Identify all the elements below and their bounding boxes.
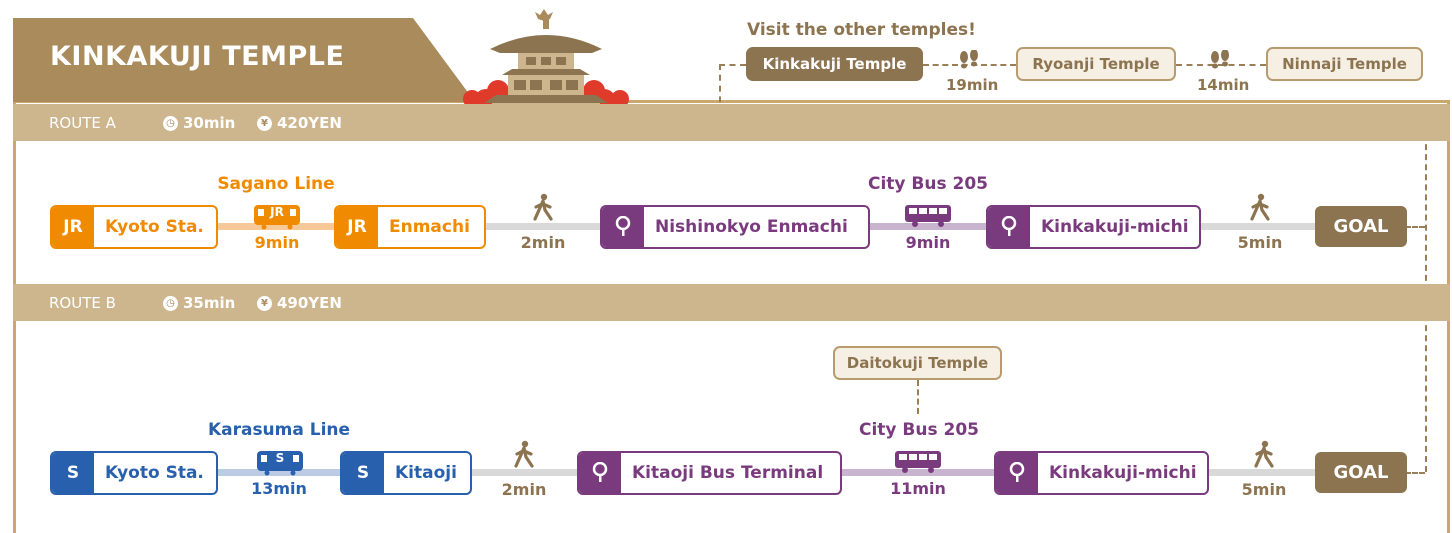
station-name: Kyoto Sta. [105,217,204,237]
visit-temples-heading: Visit the other temples! [747,20,976,40]
station-kyoto-subway[interactable]: S Kyoto Sta. [50,451,218,495]
subway-track [218,469,340,476]
page-title: KINKAKUJI TEMPLE [50,41,345,72]
walk-duration-ninnaji: 14min [1197,76,1250,94]
subway-badge: S [52,453,94,493]
station-name: Enmachi [389,217,470,237]
route-a-label: ROUTE A [49,114,116,132]
bus-duration: 9min [905,233,951,252]
yen-icon: ¥ [257,115,272,131]
route-a-bar: ROUTE A ◷ 30min ¥ 420YEN [13,104,1450,141]
station-name: Kitaoji [395,463,457,483]
jr-badge: JR [336,207,378,247]
train-icon-label: JR [270,205,284,219]
bus-stop-name: Nishinokyo Enmachi [655,217,848,237]
bus-stop-kinkakuji-michi[interactable]: Kinkakuji-michi [986,205,1201,249]
walking-person-icon [533,193,553,221]
temple-ryoanji-pill[interactable]: Ryoanji Temple [1016,47,1176,81]
dashed-connector [1176,64,1266,66]
walk-duration: 5min [1237,233,1283,252]
bus-stop-icon [579,453,621,493]
bus-stop-name: Kitaoji Bus Terminal [632,463,824,483]
walk-track [486,223,600,230]
subway-train-icon [257,451,303,476]
goal-badge: GOAL [1315,206,1407,247]
walk-track [1209,469,1317,476]
goal-badge: GOAL [1315,452,1407,493]
walk-track [1201,223,1317,230]
line-name-karasuma: Karasuma Line [207,420,351,440]
temple-kinkakuji-pill[interactable]: Kinkakuji Temple [746,47,923,81]
dashed-connector [1405,472,1425,474]
bus-stop-icon [988,207,1030,247]
route-b-time: ◷ 35min [163,294,235,312]
dashed-connector [923,64,1016,66]
route-a-duration: 30min [183,114,236,132]
clock-icon: ◷ [163,115,178,131]
walk-duration-ryoanji: 19min [946,76,999,94]
route-a-fare: ¥ 420YEN [257,114,342,132]
walking-person-icon [1250,193,1270,221]
dashed-connector [917,380,919,414]
station-enmachi[interactable]: JR Enmachi [334,205,486,249]
jr-track [218,223,334,230]
bus-stop-icon [602,207,644,247]
footprints-icon [960,50,978,69]
bus-stop-name: Kinkakuji-michi [1049,463,1197,483]
subway-duration: 13min [251,479,307,498]
route-b-fare: ¥ 490YEN [257,294,342,312]
route-b-label: ROUTE B [49,294,116,312]
temple-daitokuji-pill[interactable]: Daitokuji Temple [833,346,1002,380]
title-tab [13,18,475,102]
bus-icon [895,451,941,473]
station-kitaoji[interactable]: S Kitaoji [340,451,472,495]
temple-ninnaji-pill[interactable]: Ninnaji Temple [1266,47,1423,81]
bus-track [842,469,994,476]
route-a-time: ◷ 30min [163,114,235,132]
walking-person-icon [514,440,534,468]
bus-stop-icon [996,453,1038,493]
route-b-fare-value: 490YEN [277,294,342,312]
walk-duration: 2min [501,480,547,499]
bus-duration: 11min [890,479,946,498]
clock-icon: ◷ [163,295,178,311]
subway-icon-label: S [275,451,285,465]
subway-badge: S [342,453,384,493]
train-icon [254,205,300,230]
station-name: Kyoto Sta. [105,463,204,483]
bus-line-name: City Bus 205 [858,420,979,440]
walk-track [472,469,578,476]
bus-stop-kitaoji-terminal[interactable]: Kitaoji Bus Terminal [577,451,842,495]
line-name-sagano: Sagano Line [217,174,335,194]
footprints-icon [1211,50,1229,69]
bus-icon [905,205,951,227]
bus-line-name: City Bus 205 [867,174,988,194]
yen-icon: ¥ [257,295,272,311]
route-b-duration: 35min [183,294,236,312]
dashed-connector [1405,226,1425,228]
route-a-fare-value: 420YEN [277,114,342,132]
jr-badge: JR [52,207,94,247]
bus-stop-nishinokyo[interactable]: Nishinokyo Enmachi [600,205,870,249]
route-b-bar: ROUTE B ◷ 35min ¥ 490YEN [13,284,1450,321]
train-duration: 9min [254,233,300,252]
bus-stop-name: Kinkakuji-michi [1041,217,1189,237]
walk-duration: 5min [1241,480,1287,499]
station-kyoto-jr[interactable]: JR Kyoto Sta. [50,205,218,249]
bus-track [870,223,986,230]
walk-duration: 2min [520,233,566,252]
dashed-connector [719,64,746,66]
dashed-connector [719,64,721,124]
walking-person-icon [1254,440,1274,468]
bus-stop-kinkakuji-michi[interactable]: Kinkakuji-michi [994,451,1209,495]
